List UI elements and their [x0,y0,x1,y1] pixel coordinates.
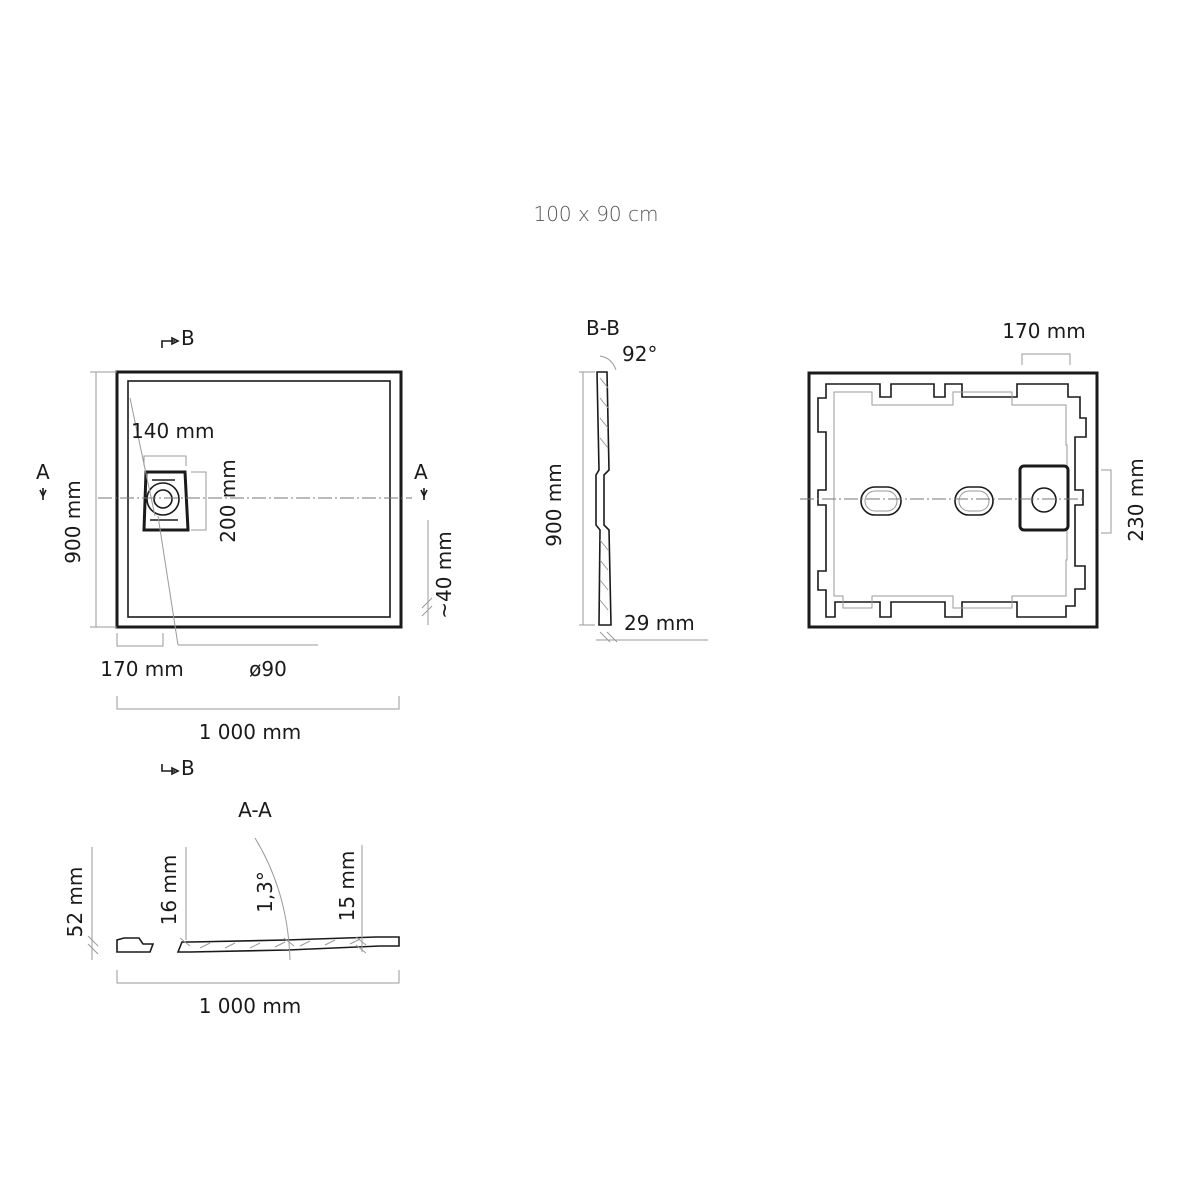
drain-leader [157,515,179,646]
thickness-label: ~40 mm [432,531,456,619]
section-b-marker-bottom [161,764,175,772]
section-bb-angle: 92° [622,342,657,366]
section-bb-title: B-B [586,316,620,340]
section-aa-slope: 1,3° [253,871,277,913]
drain-height-label: 200 mm [216,459,240,543]
section-aa: A-A 52 mm 16 mm 1,3° 15 mm 1 000 mm [63,798,400,1018]
section-bb-height: 900 mm [542,463,566,547]
section-a-label-left: A [36,460,50,484]
drain-offset-label: 170 mm [100,657,184,681]
drawing-title: 100 x 90 cm [533,202,658,226]
bottom-drain-box [1018,464,1070,532]
section-aa-width: 1 000 mm [199,994,302,1018]
bottom-drain-height: 230 mm [1124,458,1148,542]
bottom-rib-pattern [817,383,1087,618]
section-aa-title: A-A [238,798,272,822]
section-aa-height-total: 52 mm [63,867,87,938]
section-b-marker-top [161,340,175,348]
section-aa-height-edge: 15 mm [335,851,359,922]
plan-height-label: 900 mm [61,480,85,564]
section-aa-height-inner: 16 mm [157,855,181,926]
section-b-label-top: B [181,326,195,350]
section-b-label-bottom: B [181,756,195,780]
plan-view: B A A B 900 mm 140 mm 200 mm ~40 mm 170 … [36,326,456,780]
drain [142,470,190,532]
bottom-drain-offset: 170 mm [1002,319,1086,343]
tray-inner-rim [127,380,391,618]
section-aa-profile [116,937,155,953]
section-bb: B-B 92° 900 mm 29 mm [542,316,708,643]
bottom-oval-2 [954,486,994,516]
plan-width-label: 1 000 mm [199,720,302,744]
section-bb-depth: 29 mm [624,611,695,635]
section-a-label-right: A [414,460,428,484]
drain-width-label: 140 mm [131,419,215,443]
section-bb-profile [595,371,612,626]
bottom-outline [807,371,1099,629]
bottom-oval-1 [860,486,902,516]
drain-diameter-label: ø90 [249,657,287,681]
bottom-view: 170 mm 230 mm [800,319,1148,629]
tray-outline [115,370,403,629]
